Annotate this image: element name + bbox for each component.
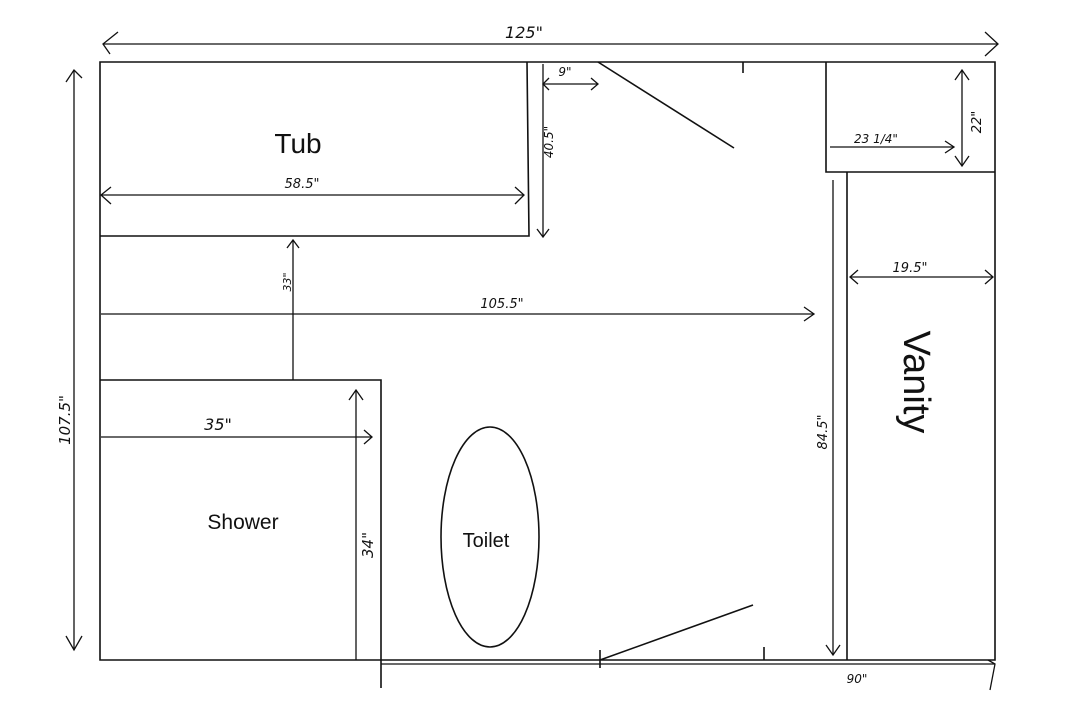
dim-overall-width-arrow-right bbox=[984, 31, 999, 57]
toilet-label: Toilet bbox=[463, 530, 510, 552]
dim-tub-width-arrow-right bbox=[514, 186, 525, 205]
outer-wall bbox=[99, 61, 996, 661]
dim-overall-height-arrow-bottom bbox=[65, 635, 83, 652]
tub-outline bbox=[100, 61, 530, 237]
dim-tub-to-shower-arrow bbox=[286, 238, 300, 249]
cabinet-outline bbox=[825, 62, 995, 173]
vanity-label: Vanity bbox=[895, 331, 937, 434]
dim-cabinet-width-arrow bbox=[944, 140, 956, 154]
dim-vanity-width-arrow-left bbox=[849, 269, 859, 285]
overall-width-label: 125" bbox=[505, 23, 543, 42]
bottom-run-end bbox=[987, 659, 996, 691]
dim-room-width-arrow bbox=[803, 306, 816, 322]
dim-tub-width-arrow-left bbox=[99, 186, 112, 205]
dim-cabinet-depth-arrow-top bbox=[954, 68, 970, 81]
dim-vanity-width-arrow-right bbox=[984, 269, 994, 285]
vanity-width-label: 19.5" bbox=[893, 261, 928, 276]
door-gap-label: 9" bbox=[558, 65, 571, 79]
toilet-shape bbox=[440, 426, 540, 648]
shower-outline bbox=[100, 379, 382, 688]
tub-label: Tub bbox=[274, 128, 321, 159]
tub-width-label: 58.5" bbox=[285, 177, 320, 192]
dim-vanity-length-arrow bbox=[825, 644, 841, 657]
shower-depth-label: 34" bbox=[359, 532, 377, 558]
shower-label: Shower bbox=[207, 511, 278, 534]
tub-to-shower-label: 33" bbox=[281, 272, 294, 291]
door-swing-bottom bbox=[599, 604, 754, 661]
cabinet-depth-label: 22" bbox=[970, 111, 985, 134]
shower-width-label: 35" bbox=[204, 415, 232, 434]
cabinet-width-label: 23 1/4" bbox=[854, 132, 898, 146]
overall-height-label: 107.5" bbox=[56, 395, 74, 445]
dim-shower-depth-arrow bbox=[348, 388, 364, 401]
bottom-run-label: 90" bbox=[847, 672, 868, 686]
room-width-label: 105.5" bbox=[480, 297, 523, 312]
dim-door-gap-arrow-right bbox=[590, 77, 599, 91]
dim-tub-wall-depth-arrow bbox=[536, 228, 550, 239]
dim-cabinet-depth-arrow-bottom bbox=[954, 155, 970, 168]
door-swing-top bbox=[597, 61, 735, 149]
tub-wall-depth-label: 40.5" bbox=[542, 126, 556, 158]
vanity-length-label: 84.5" bbox=[816, 415, 831, 450]
dim-overall-height-arrow-top bbox=[65, 68, 83, 83]
dim-shower-width-arrow bbox=[363, 429, 373, 445]
dim-overall-width-arrow-left bbox=[102, 31, 119, 55]
